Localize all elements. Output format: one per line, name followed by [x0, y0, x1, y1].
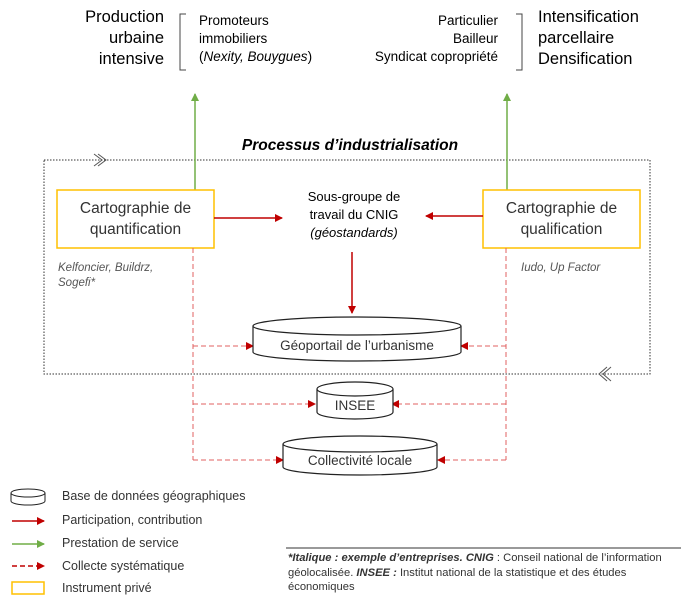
insee-database-icon: [316, 381, 394, 420]
left-bracket: [179, 13, 186, 71]
legend-database-icon: [10, 488, 46, 506]
cnig-label: Sous-groupe de travail du CNIG (géostand…: [282, 188, 426, 242]
cnig-line-italic: (géostandards): [310, 225, 398, 240]
particulier-line: Bailleur: [452, 31, 498, 46]
qualification-line: qualification: [520, 221, 603, 238]
intensification-title-line: Densification: [538, 50, 633, 68]
production-title: Production urbaine intensive: [40, 7, 164, 70]
quantification-box: [56, 189, 215, 249]
production-title-line: intensive: [98, 50, 164, 68]
particulier-line: Syndicat copropriété: [374, 49, 498, 64]
insee-label: INSEE: [334, 398, 376, 413]
legend-label-participation: Participation, contribution: [62, 513, 203, 527]
legend-label-database: Base de données géographiques: [62, 489, 246, 503]
qualification-box: [482, 189, 641, 249]
intensification-title: Intensification parcellaire Densificatio…: [538, 7, 639, 70]
quantification-example-line: Sogefi*: [58, 277, 96, 289]
legend-label-instrument: Instrument privé: [62, 581, 152, 595]
footnote-bold-1: *Italique : exemple d’entreprises. CNIG: [288, 552, 494, 564]
production-title-line: urbaine: [108, 29, 164, 47]
quantification-line: quantification: [89, 221, 182, 238]
qualification-examples: Iudo, Up Factor: [521, 262, 601, 274]
particulier-line: Particulier: [437, 13, 498, 28]
footnote: *Italique : exemple d’entreprises. CNIG …: [288, 551, 680, 595]
cnig-line: travail du CNIG: [309, 207, 399, 222]
process-frame: [43, 159, 651, 375]
promoteurs-text: Promoteurs immobiliers (Nexity, Bouygues…: [199, 12, 312, 66]
legend-label-collecte: Collecte systématique: [62, 559, 185, 573]
quantification-line: Cartographie de: [79, 200, 192, 217]
legend-yellow-box-icon: [11, 581, 45, 595]
intensification-title-line: parcellaire: [538, 29, 615, 47]
geoportail-label: Géoportail de l’urbanisme: [280, 338, 434, 353]
promoteurs-line: Promoteurs: [199, 13, 269, 28]
qualification-line: Cartographie de: [505, 200, 618, 217]
legend-label-prestation: Prestation de service: [62, 536, 179, 550]
chevron-right-icon: [93, 153, 107, 167]
collectivite-database-icon: [282, 435, 438, 476]
footnote-bold-2: INSEE :: [356, 566, 397, 579]
promoteurs-line: immobiliers: [199, 31, 268, 46]
promoteurs-examples: (Nexity, Bouygues): [199, 49, 313, 64]
quantification-examples: Kelfoncier, Buildrz, Sogefi*: [58, 261, 153, 291]
chevron-left-icon: [598, 366, 612, 382]
cnig-line: Sous-groupe de: [307, 189, 401, 204]
geoportail-database-icon: [252, 316, 462, 362]
footnote-text-1: : Conseil national de l’information géol…: [288, 552, 662, 579]
process-title: Processus d’industrialisation: [241, 137, 459, 154]
production-title-line: Production: [85, 8, 164, 26]
promoteurs-examples-text: Nexity, Bouygues: [203, 49, 308, 64]
intensification-title-line: Intensification: [538, 8, 639, 26]
qualification-box-label: Cartographie de qualification: [483, 198, 640, 240]
footnote-text-2: Institut national de la statistique et d…: [288, 566, 627, 594]
particulier-text: Particulier Bailleur Syndicat copropriét…: [330, 12, 498, 66]
quantification-example-line: Kelfoncier, Buildrz,: [58, 262, 154, 274]
right-bracket: [516, 13, 523, 71]
collectivite-label: Collectivité locale: [307, 453, 413, 468]
quantification-box-label: Cartographie de quantification: [57, 198, 214, 240]
